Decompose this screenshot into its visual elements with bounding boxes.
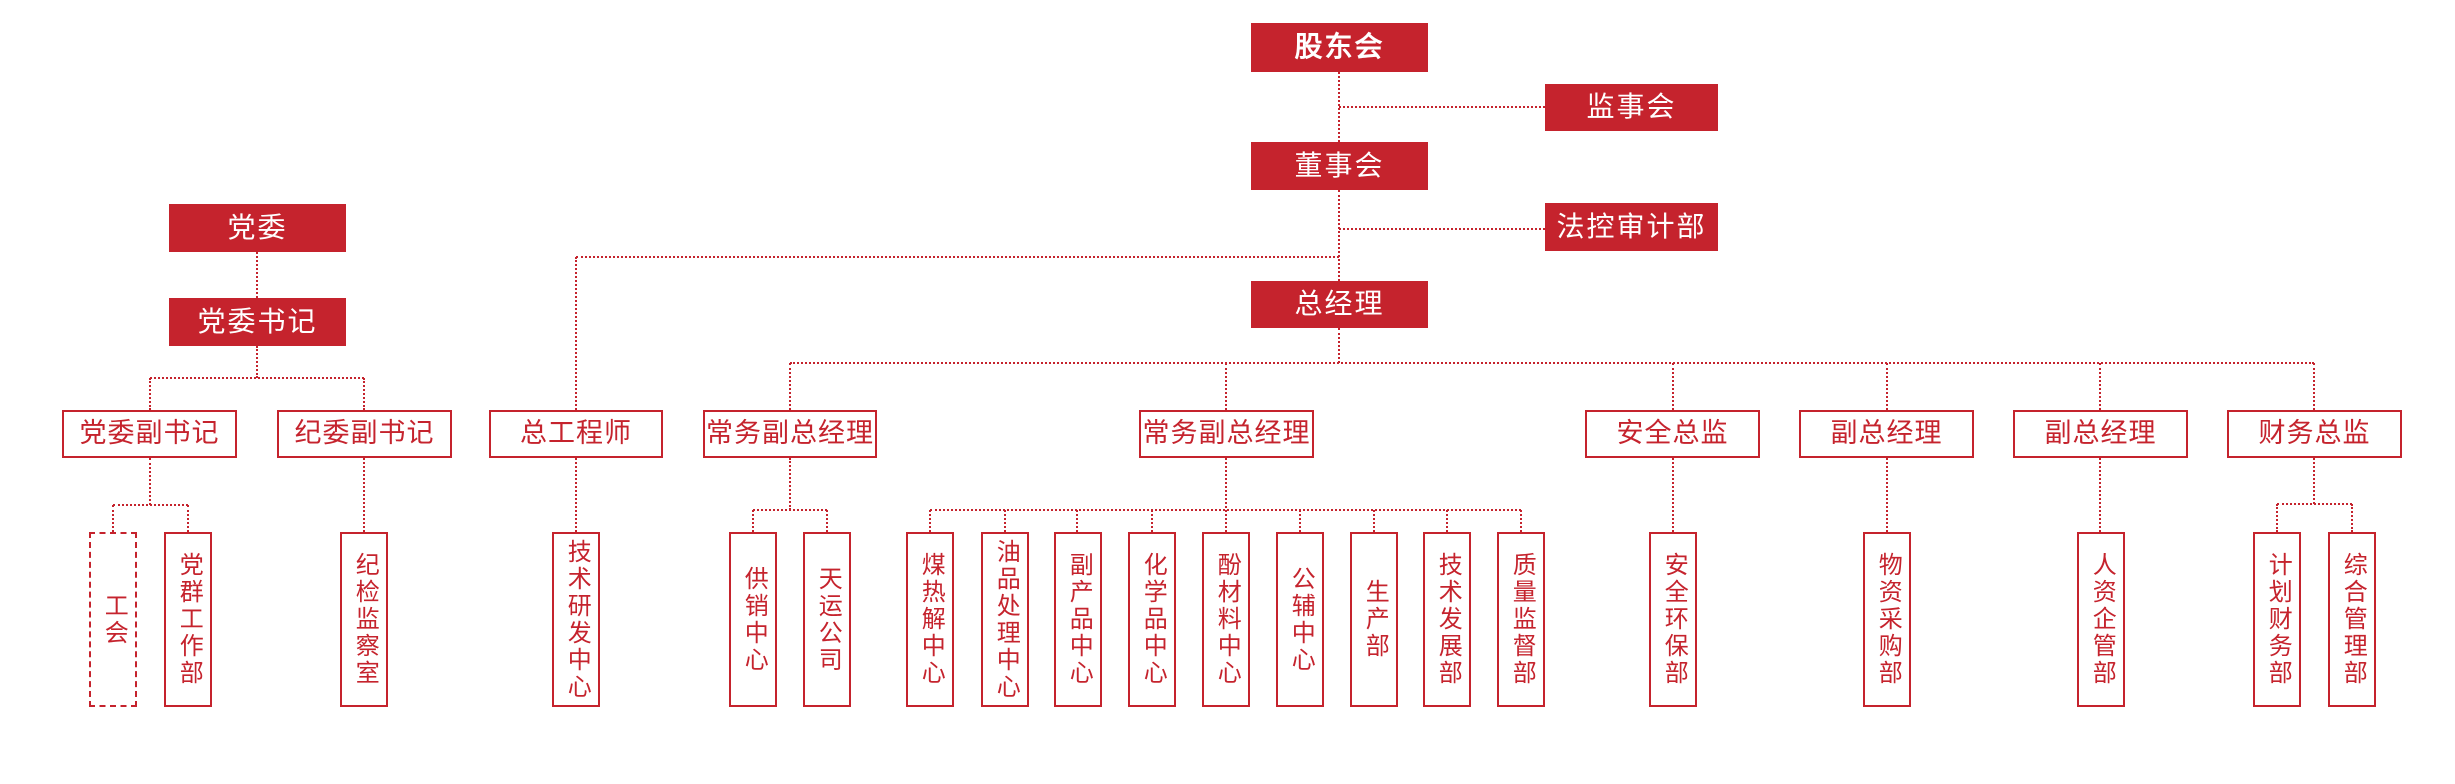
org-node-utilities-center: 公辅中心: [1276, 532, 1324, 707]
connector-line: [789, 363, 791, 410]
org-node-legal-audit-dept: 法控审计部: [1545, 203, 1718, 251]
connector-line: [112, 505, 114, 532]
connector-line: [1339, 106, 1545, 108]
connector-line: [363, 458, 365, 532]
org-node-deputy-gm-1: 副总经理: [1799, 410, 1974, 458]
connector-line: [1225, 458, 1227, 532]
connector-line: [1338, 328, 1340, 363]
connector-line: [1446, 510, 1448, 532]
org-node-coal-pyrolysis-center: 煤热解中心: [906, 532, 954, 707]
connector-line: [2351, 504, 2353, 532]
org-node-party-secretary: 党委书记: [169, 298, 346, 346]
org-node-general-manager: 总经理: [1251, 281, 1428, 328]
org-node-byproduct-center: 副产品中心: [1054, 532, 1102, 707]
connector-line: [576, 256, 1339, 258]
connector-line: [1886, 363, 1888, 410]
connector-line: [1672, 363, 1674, 410]
connector-line: [930, 509, 1521, 511]
connector-line: [149, 378, 151, 410]
connector-line: [149, 458, 151, 505]
connector-line: [1520, 510, 1522, 532]
connector-line: [1076, 510, 1078, 532]
org-node-executive-deputy-gm-1: 常务副总经理: [703, 410, 877, 458]
connector-line: [753, 509, 827, 511]
connector-line: [789, 458, 791, 510]
connector-line: [256, 252, 258, 298]
org-node-general-mgmt-dept: 综合管理部: [2328, 532, 2376, 707]
connector-line: [1886, 458, 1888, 532]
connector-line: [575, 257, 577, 410]
connector-line: [113, 504, 188, 506]
org-node-material-procurement-dept: 物资采购部: [1863, 532, 1911, 707]
org-node-safety-env-dept: 安全环保部: [1649, 532, 1697, 707]
org-node-party-committee: 党委: [169, 204, 346, 252]
org-node-deputy-gm-2: 副总经理: [2013, 410, 2188, 458]
org-node-hr-enterprise-mgmt-dept: 人资企管部: [2077, 532, 2125, 707]
connector-line: [2313, 458, 2315, 504]
connector-line: [2277, 503, 2352, 505]
connector-line: [1338, 190, 1340, 281]
connector-line: [1373, 510, 1375, 532]
org-node-supply-marketing-center: 供销中心: [729, 532, 777, 707]
connector-line: [363, 378, 365, 410]
org-node-chemicals-center: 化学品中心: [1128, 532, 1176, 707]
org-node-finance-director: 财务总监: [2227, 410, 2402, 458]
connector-line: [2313, 363, 2315, 410]
org-node-tech-development-dept: 技术发展部: [1423, 532, 1471, 707]
connector-line: [2099, 458, 2101, 532]
connector-line: [1339, 228, 1545, 230]
org-node-executive-deputy-gm-2: 常务副总经理: [1139, 410, 1314, 458]
connector-line: [1672, 458, 1674, 532]
connector-line: [826, 510, 828, 532]
org-node-board-of-directors: 董事会: [1251, 142, 1428, 190]
org-node-deputy-party-secretary: 党委副书记: [62, 410, 237, 458]
connector-line: [1299, 510, 1301, 532]
connector-line: [929, 510, 931, 532]
connector-line: [256, 346, 258, 378]
connector-line: [1004, 510, 1006, 532]
org-node-discipline-deputy-secretary: 纪委副书记: [277, 410, 452, 458]
connector-line: [150, 377, 364, 379]
connector-line: [790, 362, 2314, 364]
connector-line: [752, 510, 754, 532]
org-node-production-dept: 生产部: [1350, 532, 1398, 707]
org-node-oil-processing-center: 油品处理中心: [981, 532, 1029, 707]
connector-line: [2276, 504, 2278, 532]
org-node-party-mass-work-dept: 党群工作部: [164, 532, 212, 707]
org-node-planning-finance-dept: 计划财务部: [2253, 532, 2301, 707]
org-node-tianyun-company: 天运公司: [803, 532, 851, 707]
org-node-supervisory-board: 监事会: [1545, 84, 1718, 131]
org-node-tech-rd-center: 技术研发中心: [552, 532, 600, 707]
org-node-chief-engineer: 总工程师: [489, 410, 663, 458]
org-node-safety-director: 安全总监: [1585, 410, 1760, 458]
org-node-shareholders-meeting: 股东会: [1251, 23, 1428, 72]
connector-line: [187, 505, 189, 532]
org-node-quality-supervision-dept: 质量监督部: [1497, 532, 1545, 707]
connector-line: [1225, 363, 1227, 410]
org-node-labor-union: 工会: [89, 532, 137, 707]
connector-line: [575, 458, 577, 532]
org-node-phenol-materials-center: 酚材料中心: [1202, 532, 1250, 707]
connector-line: [1151, 510, 1153, 532]
connector-line: [2099, 363, 2101, 410]
org-node-discipline-inspection-office: 纪检监察室: [340, 532, 388, 707]
